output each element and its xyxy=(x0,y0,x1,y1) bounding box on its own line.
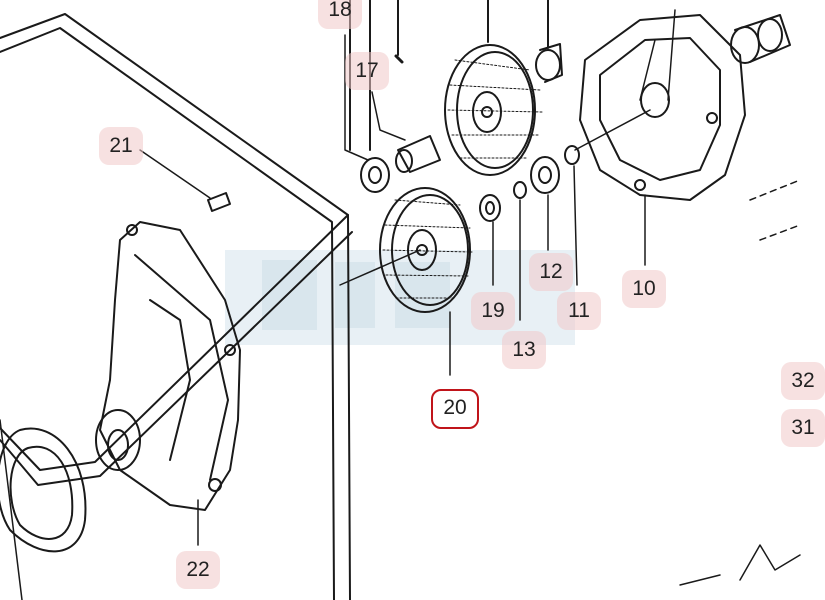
bolt-hole xyxy=(224,344,236,356)
gearbox-cover-boss xyxy=(95,409,141,471)
housing-10 xyxy=(579,14,746,201)
gear-20 xyxy=(379,187,471,313)
gear-20-hub xyxy=(407,229,437,271)
gasket-ring-inner xyxy=(9,445,74,540)
pin-21 xyxy=(207,192,231,212)
callout-18[interactable]: 18 xyxy=(318,0,362,29)
bottom-fragment xyxy=(739,544,801,581)
bolt-hole xyxy=(208,478,222,492)
callout-21[interactable]: 21 xyxy=(99,127,143,165)
callout-10[interactable]: 10 xyxy=(622,270,666,308)
gear-20-teeth xyxy=(382,199,473,299)
callout-17[interactable]: 17 xyxy=(345,52,389,90)
bushing-top-body xyxy=(539,43,563,83)
callout-12[interactable]: 12 xyxy=(529,253,573,291)
frame-outline-inner xyxy=(0,27,335,600)
gear-20-bore xyxy=(416,244,428,256)
exploded-view-drawing xyxy=(0,0,801,600)
key-17 xyxy=(394,54,404,64)
pinion-17 xyxy=(397,135,441,173)
large-gear-top xyxy=(444,44,536,176)
large-gear-top-teeth xyxy=(447,59,543,159)
shaft-line-10 xyxy=(574,109,651,151)
leader-11 xyxy=(573,165,578,286)
gasket-ring xyxy=(0,427,87,553)
callout-11[interactable]: 11 xyxy=(557,292,601,330)
bolt-hole xyxy=(126,224,138,236)
pinion-17-end xyxy=(395,149,413,173)
shaft-part xyxy=(757,18,783,52)
frame-tube xyxy=(0,214,349,471)
large-gear-top-hub xyxy=(472,91,502,133)
washer-19-inner xyxy=(485,201,495,215)
housing-10-inner xyxy=(599,37,721,181)
shaft-part-body xyxy=(734,14,791,63)
housing-bolt xyxy=(634,179,646,191)
gearbox-cover-rib-2 xyxy=(149,299,191,461)
washer-19 xyxy=(479,194,501,222)
leader-21 xyxy=(139,149,211,199)
gearbox-cover-boss-inner xyxy=(107,429,129,461)
bottom-fragment-2 xyxy=(679,574,721,586)
callout-31[interactable]: 31 xyxy=(781,409,825,447)
frame-outline xyxy=(0,13,351,600)
callout-20-selected[interactable]: 20 xyxy=(431,389,479,429)
ring-13 xyxy=(513,181,527,199)
dashed-axis xyxy=(749,179,801,241)
callout-13[interactable]: 13 xyxy=(502,331,546,369)
watermark-block-3 xyxy=(395,262,450,328)
bearing-18-inner xyxy=(368,166,382,184)
bearing-12-inner xyxy=(538,166,552,184)
housing-bolt xyxy=(706,112,718,124)
bearing-18 xyxy=(360,157,390,193)
large-gear-top-bore xyxy=(481,106,493,118)
housing-10-shaft xyxy=(639,9,676,101)
gearbox-cover-22 xyxy=(99,221,241,511)
circlip-11 xyxy=(564,145,580,165)
callout-22[interactable]: 22 xyxy=(176,551,220,589)
axle-line xyxy=(339,249,421,286)
callout-19[interactable]: 19 xyxy=(471,292,515,330)
gearbox-cover-rib xyxy=(134,254,229,481)
callout-32[interactable]: 32 xyxy=(781,362,825,400)
shaft-part xyxy=(730,26,760,64)
bearing-12 xyxy=(530,156,560,194)
housing-10-bore xyxy=(640,82,670,118)
leader-17 xyxy=(371,91,406,141)
bushing-top xyxy=(535,49,561,81)
watermark-block-1 xyxy=(262,260,317,330)
